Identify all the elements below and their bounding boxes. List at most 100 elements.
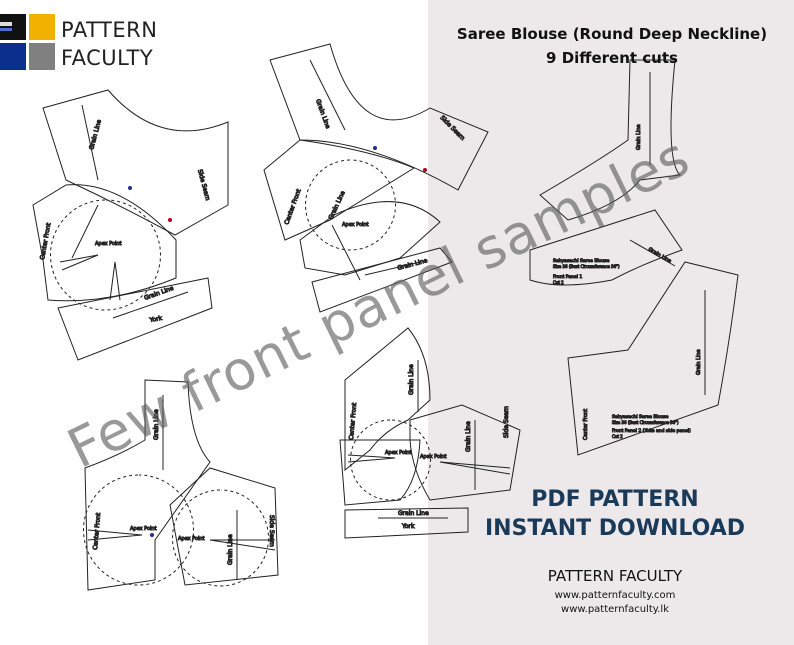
dart: [87, 529, 143, 541]
promo-line2: INSTANT DOWNLOAD: [484, 516, 746, 541]
pattern-piece-a: [32, 89, 229, 361]
pattern-piece-f: [529, 209, 683, 286]
notch-blue: [128, 186, 132, 190]
dart: [109, 261, 121, 301]
front-panel-outline: [344, 327, 431, 472]
note-title: Sabyasachi Saree Blouse: [553, 258, 610, 264]
left-panel-outline: [84, 379, 211, 591]
notch-red: [168, 218, 172, 222]
website-url: www.patternfaculty.com: [554, 590, 676, 601]
label-grain-line: Grain Line: [143, 285, 175, 302]
label-grain-line: Grain Line: [465, 421, 472, 452]
dart: [439, 461, 511, 475]
shoulder-panel-outline: [539, 59, 682, 221]
label-apex-point: Apex Point: [178, 536, 205, 542]
side-panel-outline: [409, 404, 521, 501]
logo-text-line1: PATTERN: [61, 18, 158, 42]
label-center-front: Center Front: [92, 512, 102, 550]
note-title: Sabyasachi Saree Blouse: [612, 414, 669, 420]
logo-stripe: [0, 28, 12, 31]
label-grain-line: Grain Line: [314, 98, 331, 130]
label-apex-point: Apex Point: [95, 241, 122, 247]
grain-arrow: [112, 291, 189, 319]
label-grain-line: Grain Line: [408, 364, 415, 395]
label-york: York: [148, 315, 163, 324]
label-side-seam: Side Seam: [268, 515, 275, 547]
dart: [347, 454, 396, 463]
grain-arrow: [331, 224, 361, 281]
label-center-front: Center Front: [583, 409, 589, 440]
label-apex-point: Apex Point: [385, 450, 412, 456]
pattern-piece-b: [263, 43, 489, 313]
logo-text-line2: FACULTY: [61, 46, 154, 70]
dart: [209, 539, 276, 551]
note-panel: Front Panel 2 (Yoke and side panel): [612, 428, 691, 434]
lower-panel-outline: [339, 439, 421, 506]
label-york: York: [401, 523, 415, 530]
lower-panel-outline: [299, 201, 441, 276]
grain-arrow: [71, 204, 99, 259]
note-size: Size 36 (Bust Circumference 36"): [553, 264, 620, 269]
label-grain-line: Grain Line: [88, 119, 103, 151]
yoke-outline: [269, 43, 489, 191]
notch-red: [423, 168, 427, 172]
label-grain-line: Grain Line: [636, 124, 642, 150]
logo-square-blue: [0, 43, 26, 70]
logo-square-black: [0, 14, 26, 40]
label-side-seam: Side Seam: [503, 406, 510, 438]
right-panel-outline: [169, 467, 279, 586]
grain-arrow: [81, 104, 99, 181]
notch-blue: [373, 146, 377, 150]
side-panel-outline: [263, 139, 416, 241]
label-side-seam: Side Seam: [439, 114, 467, 142]
dart: [59, 254, 99, 271]
brand-name: PATTERN FACULTY: [547, 567, 683, 585]
label-grain-line: Grain Line: [696, 349, 702, 375]
label-apex-point: Apex Point: [420, 454, 447, 460]
pattern-piece-d: [339, 327, 521, 539]
york-strip-outline: [311, 247, 453, 313]
label-apex-point: Apex Point: [130, 526, 157, 532]
grain-arrow: [629, 239, 676, 267]
note-size: Size 36 (Bust Circumference 36"): [612, 420, 679, 425]
bust-circle: [50, 199, 161, 311]
note-panel: Front Panel 1: [553, 274, 582, 280]
note-cut: Cut 2: [612, 434, 623, 439]
label-center-front: Center Front: [283, 188, 303, 226]
right-background-panel: [428, 0, 794, 645]
pattern-piece-c: [83, 379, 279, 591]
website-url: www.patternfaculty.lk: [561, 604, 669, 615]
pattern-faculty-logo: [0, 14, 160, 72]
grain-arrow: [364, 261, 421, 276]
label-grain-line: Grain Line: [398, 510, 429, 517]
notch-blue: [150, 533, 154, 537]
grain-arrow: [309, 59, 346, 131]
logo-squares: [0, 14, 55, 70]
label-side-seam: Side Seam: [196, 169, 211, 202]
pattern-piece-e: [539, 59, 682, 221]
label-grain-line: Grain Line: [227, 534, 234, 565]
logo-stripe: [0, 22, 12, 26]
bust-circle: [305, 159, 396, 251]
promo-line1: PDF PATTERN: [531, 487, 699, 512]
label-apex-point: Apex Point: [342, 222, 369, 228]
york-strip-outline: [344, 507, 469, 539]
label-grain-line: Grain Line: [327, 190, 346, 221]
page-subtitle: 9 Different cuts: [546, 49, 678, 67]
bust-circle: [83, 474, 194, 586]
lower-panel-outline: [32, 184, 177, 302]
yoke-outline: [42, 89, 229, 236]
logo-square-grey: [29, 43, 55, 70]
label-grain-line: Grain Line: [153, 409, 160, 440]
side-panel-outline: [529, 209, 683, 286]
logo-square-gold: [29, 14, 55, 40]
label-center-front: Center Front: [348, 402, 358, 440]
bust-circle: [350, 419, 431, 501]
note-cut: Cut 2: [553, 280, 564, 285]
front-panel-outline: [567, 261, 739, 456]
pattern-piece-g: [567, 261, 739, 456]
bust-circle: [172, 489, 269, 587]
page-title: Saree Blouse (Round Deep Neckline): [456, 25, 768, 43]
